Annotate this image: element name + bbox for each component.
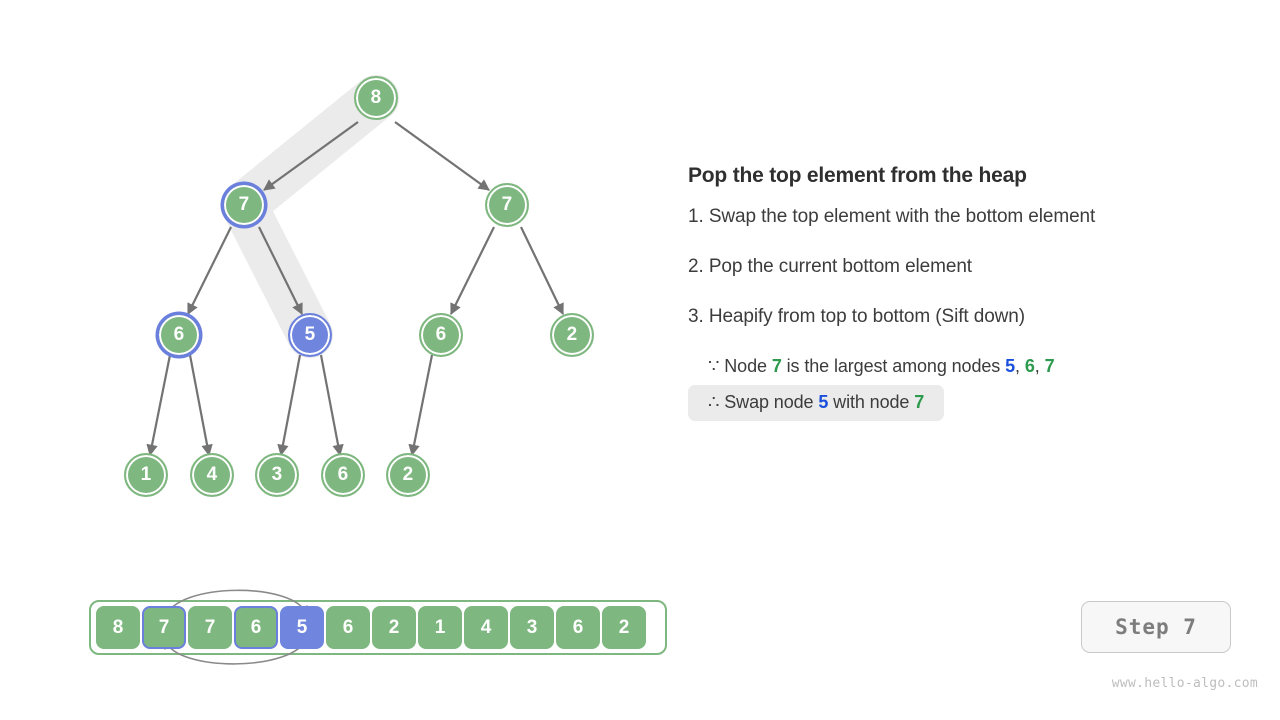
reason-candidate-1: 6: [1024, 356, 1035, 376]
reason-candidate-2: 7: [1044, 356, 1055, 376]
array-cell-2: 7: [188, 606, 232, 649]
array-cell-1: 7: [142, 606, 186, 649]
edge-6R-to-2: [408, 354, 434, 457]
step-3-text: 3. Heapify from top to bottom (Sift down…: [688, 306, 1025, 327]
tree-node-6-3: 6: [157, 313, 201, 357]
array-cell-6: 2: [372, 606, 416, 649]
step-2-text: 2. Pop the current bottom element: [688, 256, 972, 277]
edge-8-to-7L: [263, 121, 359, 191]
tree-node-5-4: 5: [288, 313, 332, 357]
conclusion-text-before: Swap node: [724, 392, 814, 412]
array-cell-8: 4: [464, 606, 508, 649]
step-1-text: 1. Swap the top element with the bottom …: [688, 206, 1096, 227]
reason-text-middle: is the largest among nodes: [786, 356, 1001, 376]
array-cell-11: 2: [602, 606, 646, 649]
array-cell-3: 6: [234, 606, 278, 649]
conclusion-to-value: 7: [914, 392, 925, 412]
edge-5-to-3: [277, 354, 302, 457]
edge-7L-to-6: [187, 226, 232, 316]
conclusion-from-value: 5: [818, 392, 829, 412]
tree-node-6-10: 6: [321, 453, 365, 497]
edge-7L-to-5: [258, 226, 303, 316]
tree-node-1-7: 1: [124, 453, 168, 497]
tree-node-4-8: 4: [190, 453, 234, 497]
tree-node-3-9: 3: [255, 453, 299, 497]
tree-node-7-2: 7: [485, 183, 529, 227]
tree-node-8-0: 8: [354, 76, 398, 120]
tree-node-7-1: 7: [222, 183, 266, 227]
reason-candidate-0: 5: [1005, 356, 1016, 376]
because-symbol: ∵: [708, 356, 720, 376]
reason-text: ∵ Node 7 is the largest among nodes 5, 6…: [688, 356, 1248, 377]
sift-down-highlight-path: [221, 75, 399, 358]
array-cell-7: 1: [418, 606, 462, 649]
edge-6-to-4: [188, 354, 213, 457]
conclusion-text: ∴ Swap node 5 with node 7: [688, 385, 945, 421]
watermark: www.hello-algo.com: [1111, 676, 1258, 691]
edge-5-to-6: [319, 354, 344, 457]
edge-8-to-7R: [394, 121, 490, 191]
array-cell-4: 5: [280, 606, 324, 649]
edge-7R-to-2: [520, 226, 564, 316]
tree-node-2-6: 2: [550, 313, 594, 357]
therefore-symbol: ∴: [708, 392, 720, 412]
reason-sep-1: ,: [1034, 356, 1045, 376]
array-cell-10: 6: [556, 606, 600, 649]
edge-7R-to-6: [450, 226, 495, 316]
reason-node-value: 7: [771, 356, 782, 376]
step-badge: Step 7: [1081, 601, 1231, 653]
explanation-panel: Pop the top element from the heap 1. Swa…: [688, 164, 1248, 427]
array-cell-5: 6: [326, 606, 370, 649]
array-container: [89, 600, 667, 655]
page-title: Pop the top element from the heap: [688, 164, 1027, 187]
array-cell-0: 8: [96, 606, 140, 649]
tree-edges: [146, 121, 564, 457]
reason-sep-0: ,: [1015, 356, 1025, 376]
tree-node-2-11: 2: [386, 453, 430, 497]
edge-6-to-1: [146, 354, 172, 457]
reason-text-before: Node: [724, 356, 767, 376]
conclusion-text-middle: with node: [833, 392, 910, 412]
tree-node-6-5: 6: [419, 313, 463, 357]
array-cell-9: 3: [510, 606, 554, 649]
